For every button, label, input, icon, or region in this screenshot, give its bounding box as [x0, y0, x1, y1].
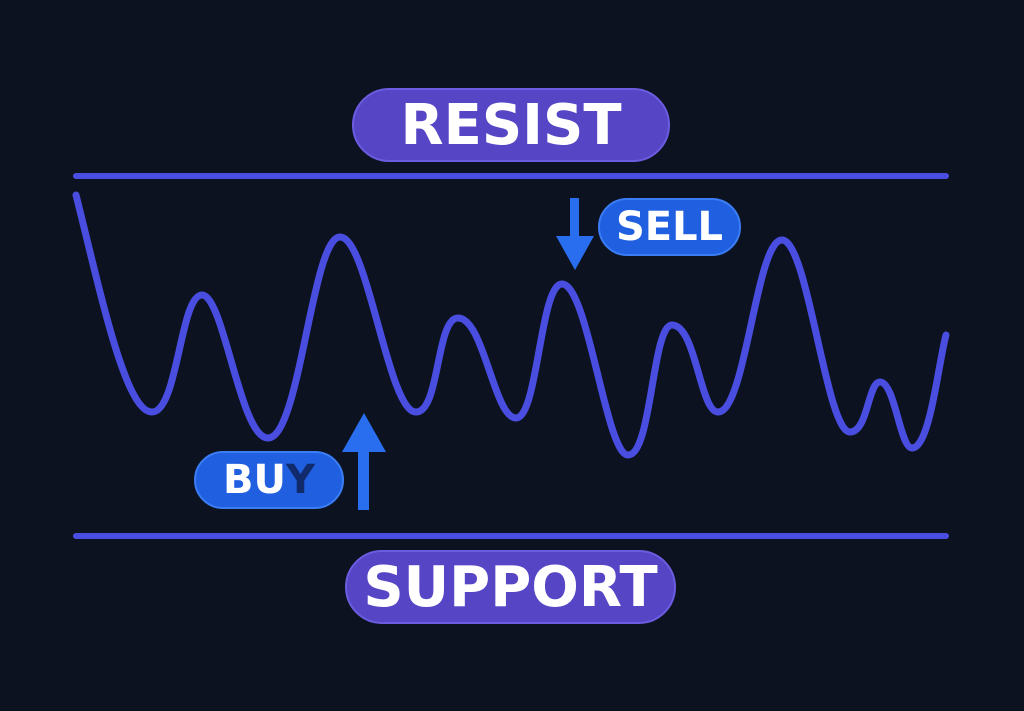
buy-text: BU: [223, 457, 286, 503]
support-text: SUPPORT: [363, 554, 658, 620]
resistance-text: RESIST: [400, 92, 622, 158]
sell-text: SELL: [615, 204, 724, 250]
sell-arrow-down-icon: [556, 198, 594, 270]
sell-label: SELL: [598, 198, 741, 256]
price-wave: [72, 191, 950, 459]
support-label: SUPPORT: [345, 550, 676, 624]
resistance-label: RESIST: [352, 88, 670, 162]
buy-arrow-up-icon: [342, 413, 386, 510]
buy-text-last-letter: Y: [286, 457, 315, 503]
